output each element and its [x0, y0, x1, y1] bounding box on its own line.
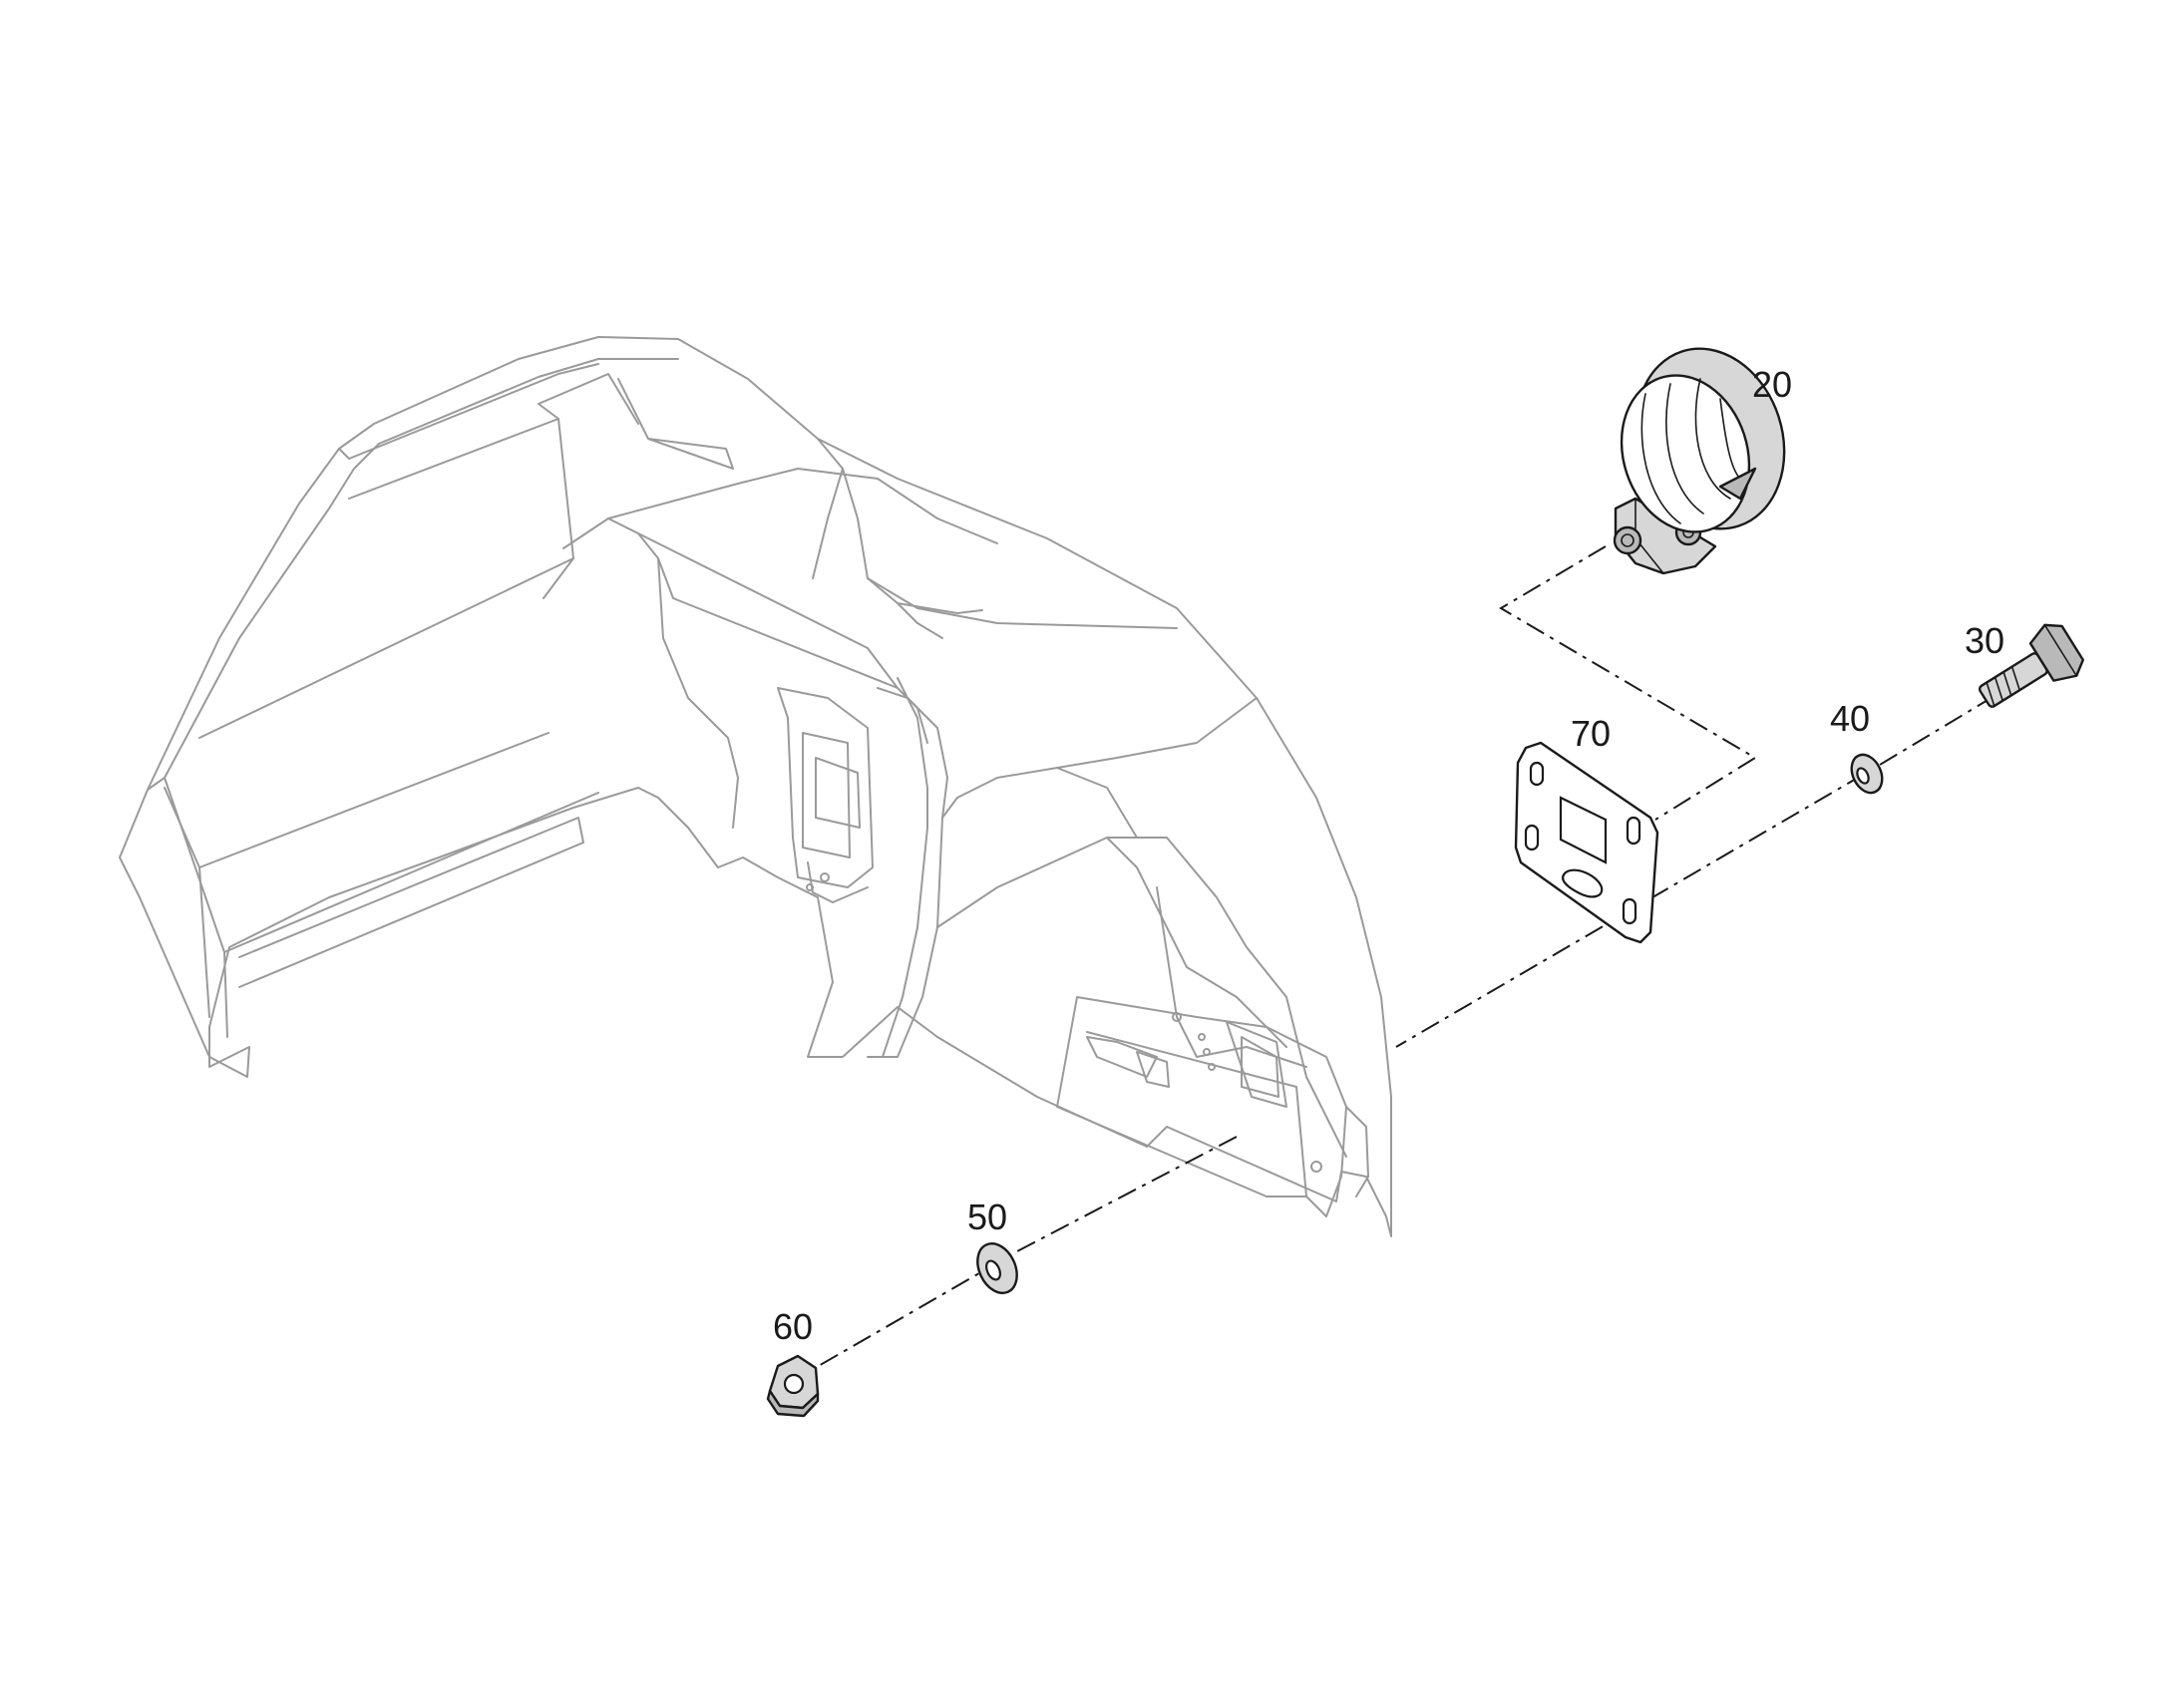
plate-slot-right: [1626, 816, 1641, 846]
bolt: [1978, 623, 2084, 708]
washer-upper: [1850, 753, 1884, 795]
leader-main-axis: [1395, 695, 1996, 1048]
mounting-plate: [1514, 741, 1659, 944]
lamp-nut-left: [1613, 525, 1642, 555]
work-lamp: [1613, 347, 1786, 575]
hex-nut: [766, 1354, 820, 1418]
callout-70: 70: [1571, 713, 1611, 754]
callout-50: 50: [967, 1196, 1007, 1237]
plate-oblong-hole: [1562, 868, 1604, 898]
callout-40: 40: [1830, 698, 1870, 739]
plate-slot-bottom-right: [1622, 897, 1637, 925]
plate-slot-top-left: [1529, 761, 1545, 787]
plate-window: [1559, 796, 1608, 864]
plate-slot-left: [1524, 824, 1540, 852]
callout-20: 20: [1752, 364, 1792, 405]
lamp-lens: [1620, 374, 1751, 533]
leader-lines: [809, 545, 1996, 1372]
fender-housing: [119, 336, 1392, 1237]
callout-60: 60: [773, 1306, 813, 1347]
callout-labels: 20 30 40 70 50 60: [773, 364, 2004, 1347]
leader-lower-axis: [809, 1136, 1238, 1372]
leader-lamp-to-bracket: [1499, 545, 1757, 821]
washer-lower: [976, 1242, 1018, 1294]
callout-30: 30: [1965, 620, 2004, 661]
